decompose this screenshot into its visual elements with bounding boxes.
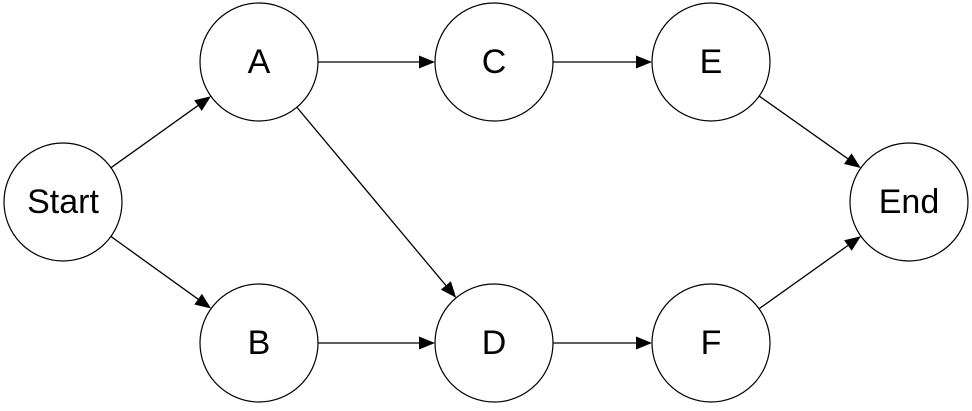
node-c: C — [434, 2, 554, 122]
arrowhead-icon — [636, 336, 652, 350]
edge-a-to-d — [296, 106, 457, 298]
edge-line — [110, 235, 199, 300]
node-a-circle — [199, 2, 319, 122]
arrowhead-icon — [844, 236, 861, 251]
edge-c-to-e — [553, 55, 652, 69]
arrowhead-icon — [194, 96, 211, 111]
node-d-circle — [434, 283, 554, 403]
edge-start-to-b — [110, 235, 212, 309]
node-end: End — [849, 142, 969, 262]
node-b-label: B — [248, 324, 271, 362]
node-b-circle — [199, 283, 319, 403]
arrowhead-icon — [844, 153, 861, 168]
node-d-label: D — [482, 324, 507, 362]
arrowhead-icon — [419, 55, 435, 69]
node-a: A — [199, 2, 319, 122]
node-start-label: Start — [27, 183, 99, 221]
node-start-circle — [3, 142, 123, 262]
node-end-circle — [849, 142, 969, 262]
node-e-circle — [651, 2, 771, 122]
node-a-label: A — [248, 43, 271, 81]
node-d: D — [434, 283, 554, 403]
edge-b-to-d — [318, 336, 435, 350]
arrowhead-icon — [440, 281, 457, 298]
edges-layer — [110, 55, 861, 350]
edge-e-to-end — [758, 95, 861, 168]
edge-start-to-a — [110, 96, 211, 169]
node-end-label: End — [879, 183, 940, 221]
arrowhead-icon — [194, 293, 212, 309]
node-f-circle — [651, 283, 771, 403]
edge-line — [110, 105, 199, 169]
node-c-label: C — [482, 43, 507, 81]
edge-d-to-f — [553, 336, 652, 350]
edge-line — [296, 106, 447, 286]
node-f-label: F — [701, 324, 722, 362]
edge-line — [758, 95, 849, 160]
node-f: F — [651, 283, 771, 403]
edge-line — [758, 244, 849, 310]
arrowhead-icon — [419, 336, 435, 350]
arrowhead-icon — [636, 55, 652, 69]
node-b: B — [199, 283, 319, 403]
node-e: E — [651, 2, 771, 122]
edge-f-to-end — [758, 236, 861, 310]
nodes-layer: Start A B C D E — [3, 2, 969, 403]
edge-a-to-c — [318, 55, 435, 69]
node-start: Start — [3, 142, 123, 262]
node-c-circle — [434, 2, 554, 122]
node-e-label: E — [700, 43, 723, 81]
